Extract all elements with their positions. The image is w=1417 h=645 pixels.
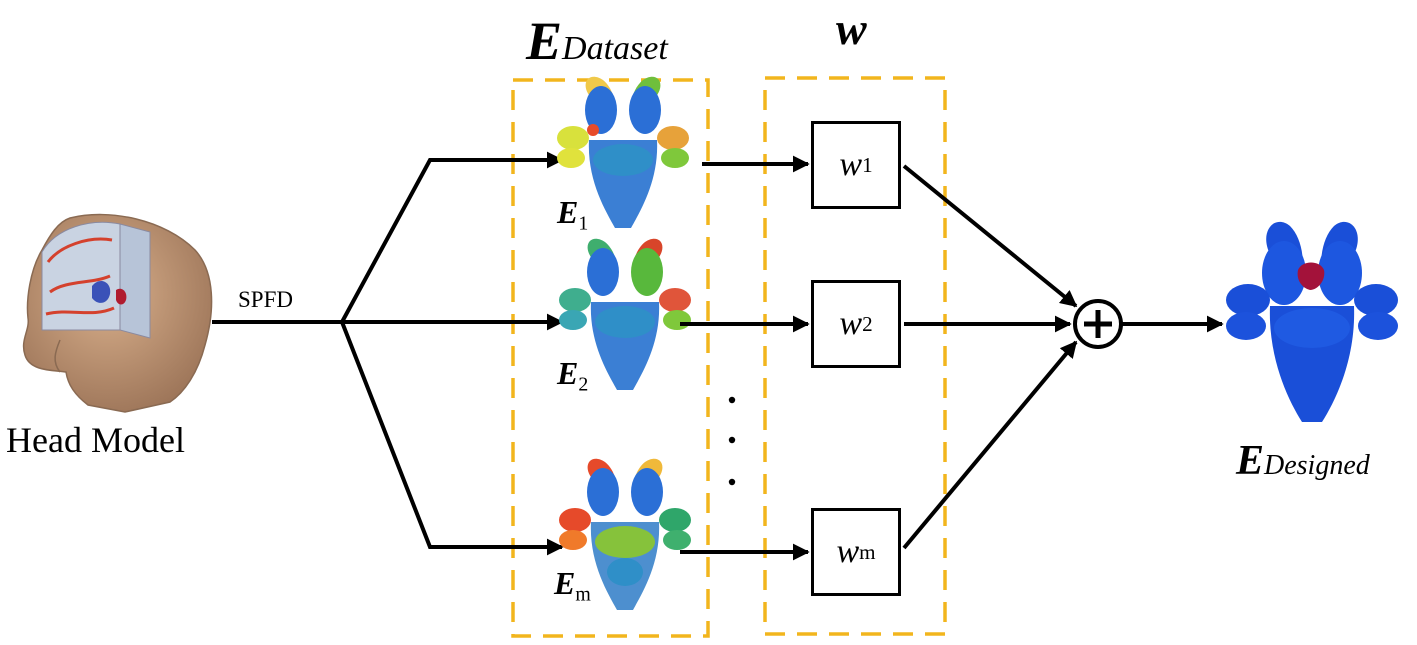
head-model-icon [22,213,213,413]
sum-arrows [902,164,1224,550]
field-map-em-icon [559,458,691,610]
field-map-e1-icon [557,76,689,228]
dataset-item-label: Em [554,565,591,606]
dataset-item-label: E1 [557,194,589,235]
ellipsis-dots [728,396,736,486]
dataset-frame [511,78,710,638]
weights-frame [763,76,947,636]
designed-field-icon [1226,221,1398,422]
weights-title: w [836,3,867,54]
sum-node [1073,299,1123,349]
dataset-item-label: E2 [557,355,589,396]
dataset-title: EDataset [526,11,668,71]
field-map-e2-icon [559,238,691,390]
output-label: EDesigned [1236,438,1370,484]
weight-arrows [680,155,810,561]
head-model-label: Head Model [6,420,185,460]
method-label: SPFD [238,287,293,312]
branch-arrows [212,151,564,556]
